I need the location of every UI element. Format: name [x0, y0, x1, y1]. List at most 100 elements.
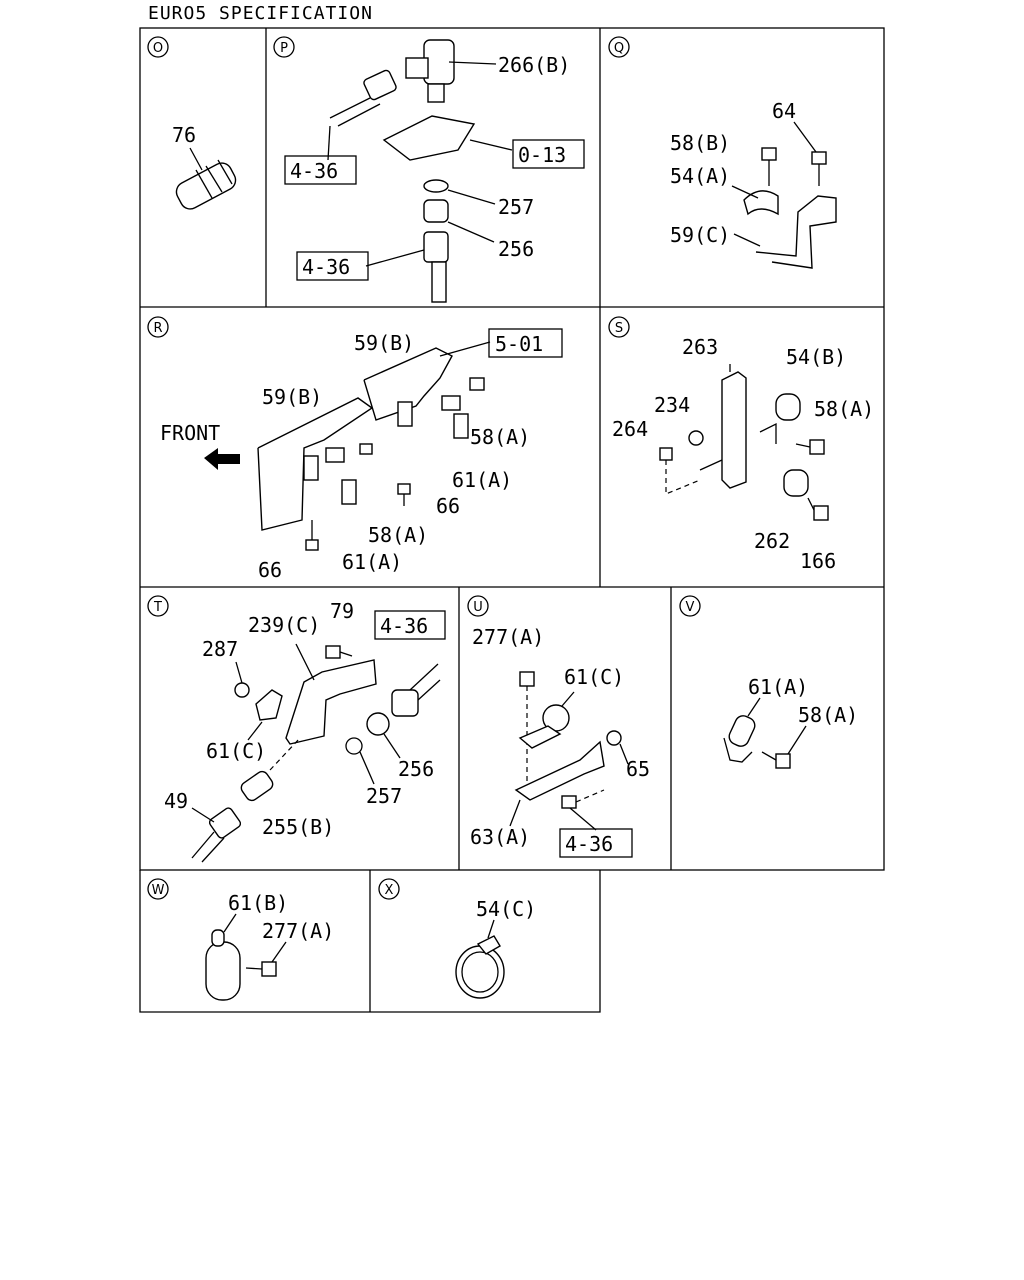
callout-66-right: 66	[436, 494, 460, 518]
front-arrow-icon	[204, 448, 240, 470]
callout-58a-right: 58(A)	[470, 425, 530, 449]
callout-61a-center: 61(A)	[342, 550, 402, 574]
callout-58b: 58(B)	[670, 131, 730, 155]
svg-text:S: S	[615, 321, 623, 336]
part-bracket-0-13	[382, 115, 513, 161]
part-64-bolt	[793, 121, 827, 186]
part-277a-bolt-w	[245, 941, 287, 977]
callout-54c: 54(C)	[476, 897, 536, 921]
ref-4-36-lower: 4-36	[302, 255, 350, 279]
part-257-ring-t	[345, 737, 375, 785]
callout-277a-u: 277(A)	[472, 625, 544, 649]
ref-4-36-upper: 4-36	[290, 159, 338, 183]
callout-256: 256	[498, 237, 534, 261]
part-pipe-upper	[327, 69, 397, 161]
part-61a-clip-v	[723, 697, 761, 763]
callout-256-t: 256	[398, 757, 434, 781]
part-287-nut	[234, 661, 250, 698]
svg-text:P: P	[280, 41, 288, 56]
front-label: FRONT	[160, 421, 220, 445]
part-49-pipe	[191, 807, 242, 863]
part-r-clips	[303, 377, 485, 551]
callout-64: 64	[772, 99, 796, 123]
part-61b-clip	[205, 913, 241, 1001]
callout-262: 262	[754, 529, 790, 553]
part-166-bolt	[807, 497, 829, 521]
callout-54a: 54(A)	[670, 164, 730, 188]
callout-65: 65	[626, 757, 650, 781]
callout-166: 166	[800, 549, 836, 573]
part-r-frame	[257, 341, 491, 531]
ref-box-5-01	[488, 328, 563, 358]
svg-text:O: O	[153, 41, 163, 56]
part-54c-clamp	[455, 919, 505, 999]
callout-59b-upper: 59(B)	[354, 331, 414, 355]
callout-63a: 63(A)	[470, 825, 530, 849]
panel-grid	[139, 27, 885, 1013]
panel-w-marker: W	[147, 878, 169, 900]
callout-58a-v: 58(A)	[798, 703, 858, 727]
svg-text:R: R	[153, 321, 162, 336]
ref-box-4-36-t	[374, 610, 446, 640]
part-234-nut	[688, 430, 704, 446]
part-239c-bracket	[285, 643, 377, 745]
svg-text:Q: Q	[614, 41, 624, 56]
ref-box-4-36-upper	[284, 155, 357, 185]
callout-287: 287	[202, 637, 238, 661]
part-76-connector	[175, 147, 237, 210]
part-61c-clip-u	[518, 691, 575, 749]
part-54a-clamp	[731, 185, 779, 216]
callout-263: 263	[682, 335, 718, 359]
svg-text:V: V	[686, 600, 695, 615]
callout-61c-u: 61(C)	[564, 665, 624, 689]
part-63a-bracket	[509, 740, 605, 827]
callout-257: 257	[498, 195, 534, 219]
part-264-bolt	[659, 447, 701, 495]
callout-66-left: 66	[258, 558, 282, 582]
callout-61a-v: 61(A)	[748, 675, 808, 699]
callout-54b: 54(B)	[786, 345, 846, 369]
callout-61c-t: 61(C)	[206, 739, 266, 763]
panel-q-marker: Q	[608, 36, 630, 58]
ref-box-0-13	[512, 139, 585, 169]
part-54b-clamp	[759, 393, 801, 444]
part-pipe-lower	[365, 231, 449, 303]
ref-4-36-t: 4-36	[380, 614, 428, 638]
callout-58a-s: 58(A)	[814, 397, 874, 421]
callout-59b-lower: 59(B)	[262, 385, 322, 409]
ref-box-4-36-u	[559, 828, 633, 858]
part-266b-banjo	[405, 39, 497, 103]
panel-v-marker: V	[679, 595, 701, 617]
panel-u-marker: U	[467, 595, 489, 617]
part-255b-fitting	[240, 737, 301, 802]
part-bolt-u-lower	[561, 789, 605, 831]
part-263-bracket	[699, 364, 747, 489]
callout-61b: 61(B)	[228, 891, 288, 915]
callout-264: 264	[612, 417, 648, 441]
svg-text:U: U	[473, 600, 483, 615]
callout-76: 76	[172, 123, 196, 147]
part-256-nut	[423, 199, 495, 243]
part-256-nut-t	[366, 712, 401, 759]
leader-59c	[733, 233, 761, 247]
part-58a-bolt-s	[795, 439, 825, 455]
panel-p-marker: P	[273, 36, 295, 58]
callout-239c: 239(C)	[248, 613, 320, 637]
part-262-clamp	[783, 469, 809, 497]
panel-o-marker: O	[147, 36, 169, 58]
panel-r-marker: R	[147, 316, 169, 338]
part-277a-bolt-u	[519, 671, 535, 784]
part-58a-bolt-v	[761, 725, 807, 769]
part-pipe-t-right	[391, 663, 441, 717]
callout-59c: 59(C)	[670, 223, 730, 247]
svg-text:T: T	[153, 600, 162, 615]
ref-box-4-36-lower	[296, 251, 369, 281]
part-61c-clip-t	[247, 689, 283, 741]
callout-49: 49	[164, 789, 188, 813]
diagram-title: EURO5 SPECIFICATION	[148, 3, 373, 24]
part-257-washer	[423, 179, 496, 205]
part-79-bolt	[325, 645, 353, 659]
callout-79: 79	[330, 599, 354, 623]
callout-266b: 266(B)	[498, 53, 570, 77]
ref-5-01: 5-01	[495, 332, 543, 356]
